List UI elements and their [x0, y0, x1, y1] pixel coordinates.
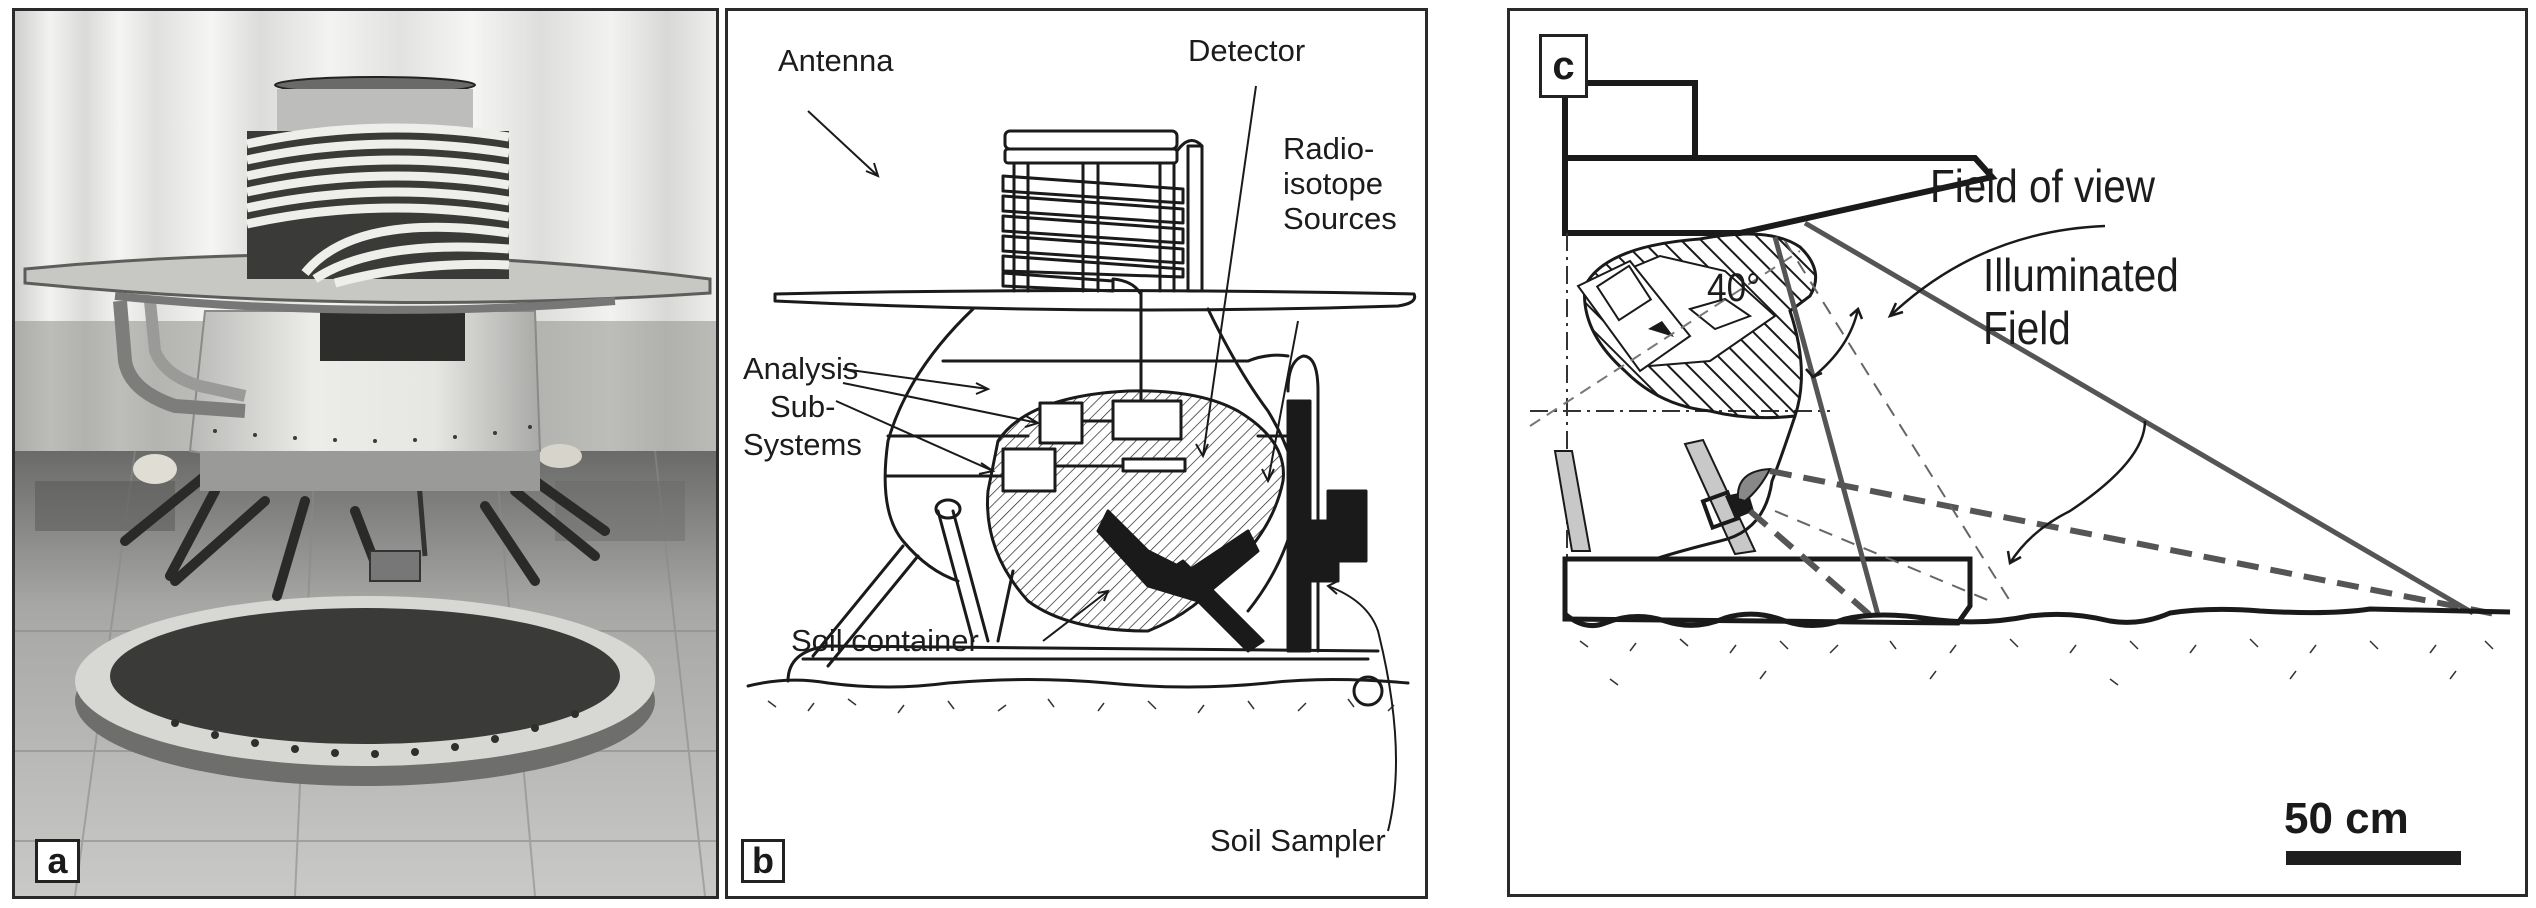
- detector-tube: [1121, 457, 1187, 473]
- lander-platform: [1562, 80, 1998, 236]
- electronics-box: [320, 311, 465, 361]
- label-illuminated-1: Illuminated: [1983, 249, 2179, 301]
- field-of-view-lines: [1772, 220, 2475, 616]
- ground-line: [746, 678, 1410, 689]
- panel-c-schematic: Field of view Illuminated Field 40° 50 c…: [1507, 8, 2528, 897]
- label-radioisotope-3: Sources: [1283, 201, 1397, 236]
- analysis-box-2: [1001, 447, 1057, 493]
- illuminated-field-leader: [2008, 420, 2147, 564]
- sampler-hose: [1286, 354, 1320, 653]
- field-of-view-schematic: [1529, 80, 2511, 686]
- leader-arrows: [807, 85, 1397, 832]
- label-radioisotope-1: Radio-: [1283, 131, 1375, 166]
- panel-tag-c: c: [1539, 34, 1588, 98]
- sampler-wheel: [1352, 675, 1384, 707]
- label-antenna: Antenna: [778, 43, 894, 78]
- panel-a-photograph: a: [12, 8, 719, 899]
- label-analysis-2: Sub-: [770, 389, 836, 424]
- illumination-source: [1736, 467, 1772, 503]
- label-analysis-1: Analysis: [743, 351, 859, 386]
- source-marker: [1648, 321, 1674, 337]
- label-analysis-3: Systems: [743, 427, 862, 462]
- scale-bar-label: 50 cm: [2284, 794, 2409, 843]
- panel-tag-b: b: [741, 839, 785, 883]
- analysis-box-1: [1038, 401, 1084, 445]
- paddle-right: [538, 444, 582, 468]
- body-rivets: [213, 425, 532, 443]
- reference-axes: [1530, 233, 1830, 601]
- illuminated-field-lines: [1748, 468, 2501, 618]
- ring-holes: [171, 710, 579, 758]
- soil-texture: [767, 698, 1395, 714]
- label-angle: 40°: [1707, 266, 1761, 310]
- label-detector: Detector: [1188, 33, 1306, 68]
- soil-sampler-head: [369, 550, 421, 582]
- antenna-drawing: [1001, 129, 1204, 295]
- exhaust-pipe-1: [113, 300, 246, 418]
- cable: [1654, 415, 1797, 561]
- soil-texture: [1579, 638, 2494, 686]
- optical-axis: [1529, 250, 1801, 427]
- ground-line: [1563, 606, 2511, 628]
- lander-body: [786, 307, 1380, 683]
- sampler-mechanism: [1096, 399, 1368, 653]
- detector-chip: [1595, 264, 1653, 322]
- inner-field-lines: [1774, 240, 2011, 602]
- panel-tag-a: a: [35, 839, 80, 883]
- label-soil-container: Soil container: [791, 623, 979, 658]
- detector-box: [1111, 399, 1183, 441]
- label-illuminated-2: Field: [1983, 302, 2071, 354]
- angle-arc: [1812, 308, 1860, 378]
- scale-bar: [2286, 851, 2461, 865]
- label-radioisotope-2: isotope: [1283, 166, 1383, 201]
- antenna-coils: [246, 123, 510, 288]
- aerobrake-disk: [773, 289, 1417, 312]
- panel-b-diagram: Antenna Detector Radio- isotope Sources …: [725, 8, 1428, 899]
- lander-cutaway: [746, 85, 1417, 832]
- label-field-of-view: Field of view: [1930, 160, 2155, 212]
- label-soil-sampler: Soil Sampler: [1210, 823, 1386, 858]
- paddle-left: [133, 454, 177, 484]
- support-rods: [1553, 438, 1772, 556]
- exhaust-pipe-2: [144, 300, 247, 402]
- field-of-view-leader: [1889, 224, 2106, 317]
- lander-photo: [15, 11, 716, 896]
